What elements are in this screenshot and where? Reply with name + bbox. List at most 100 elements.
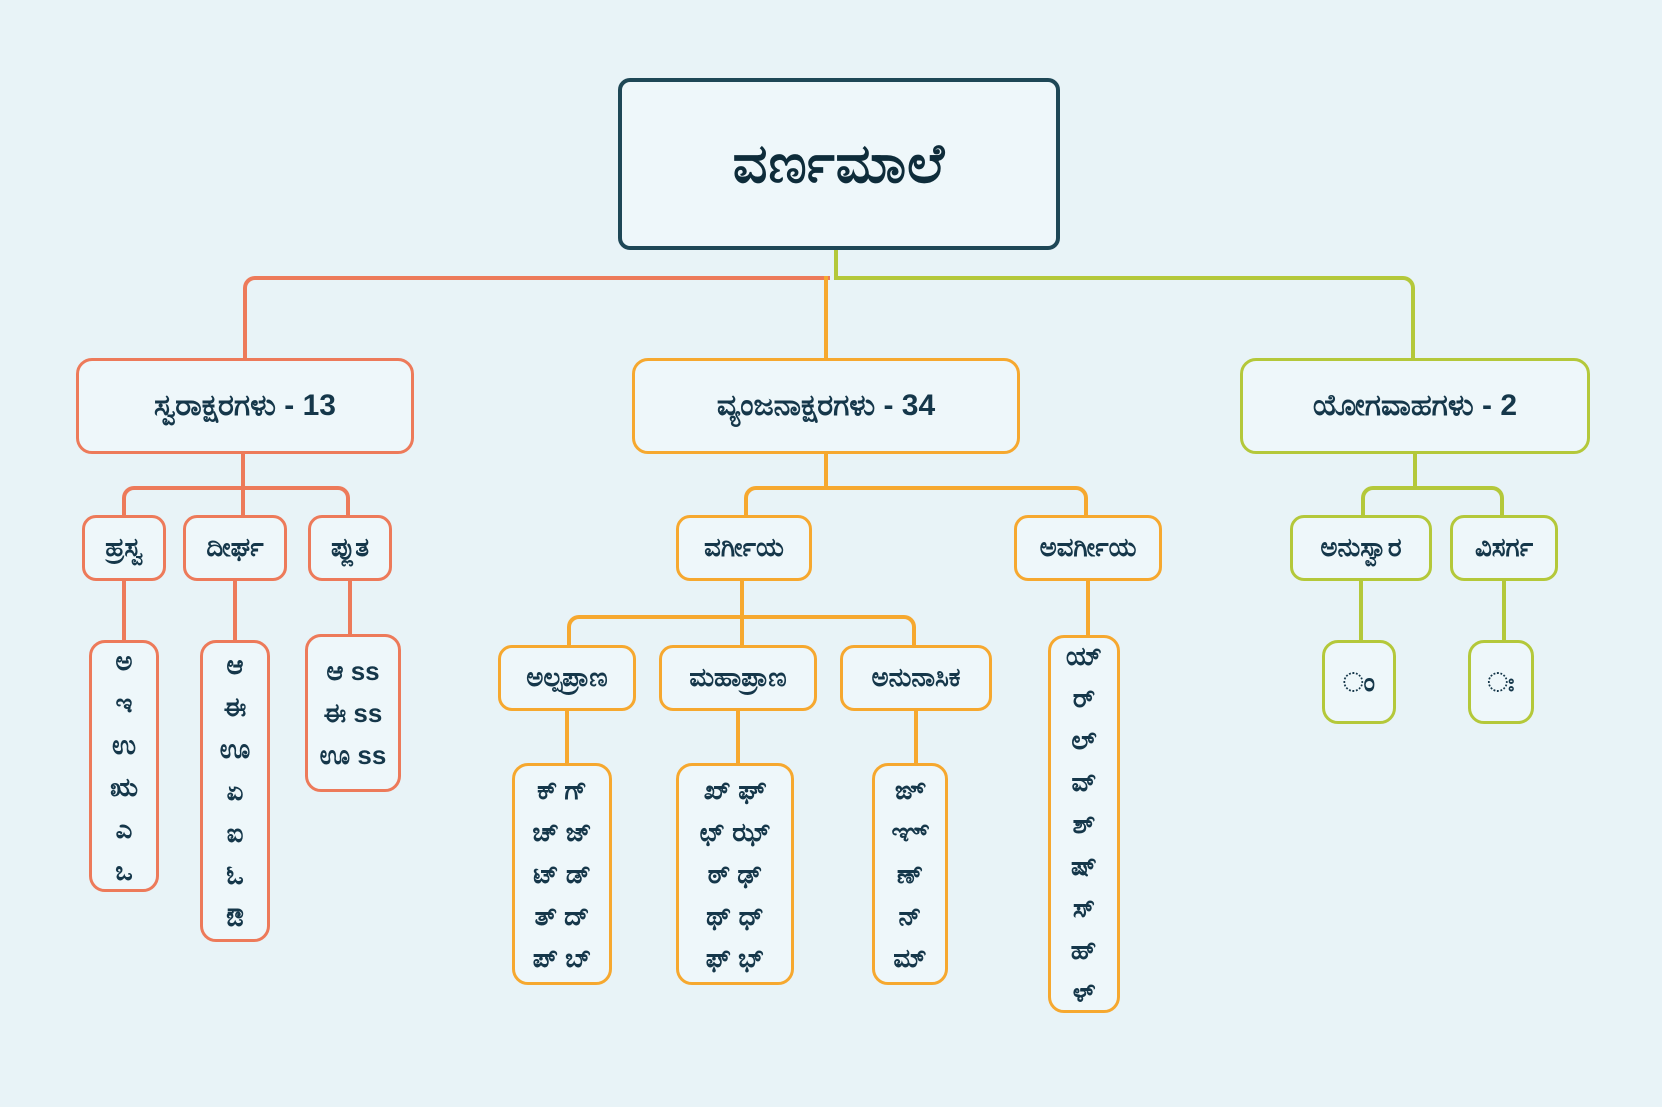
- letter-line: ಪ್ ಬ್: [532, 943, 592, 973]
- letter-line: ಖ್ ಘ್: [703, 775, 767, 805]
- letter-line: ಆ: [226, 650, 244, 680]
- letter-line: ತ್ ದ್: [534, 901, 590, 931]
- connector-consonants-stub: [824, 454, 828, 488]
- connector-vowels-stub: [241, 454, 245, 488]
- letter-line: ಚ್ ಜ್: [532, 817, 592, 847]
- letter-line: ಕ್ ಗ್: [537, 775, 587, 805]
- letter-line: ಣ್: [896, 859, 924, 889]
- root-label: ವರ್ಣಮಾಲೆ: [732, 133, 946, 194]
- connector-vargeeya-fan-middle: [740, 617, 744, 645]
- letter-line: ಎ: [115, 814, 133, 844]
- letter-line: ಸ್: [1072, 893, 1096, 923]
- deergha-label: ದೀರ್ಘ: [206, 532, 264, 562]
- connector-consonants-fan-right: [826, 486, 1088, 515]
- letter-line: ಔ: [226, 902, 244, 932]
- category-node-vargeeya: ವರ್ಗೀಯ: [676, 515, 812, 581]
- connector-yogavaha-stub: [1413, 454, 1417, 488]
- alpaprana-label: ಅಲ್ಪಪ್ರಾಣ: [526, 662, 608, 692]
- branch-node-yogavaha: ಯೋಗವಾಹಗಳು - 2: [1240, 358, 1590, 454]
- letter-line: ಒ: [115, 856, 133, 886]
- vargeeya-label: ವರ್ಗೀಯ: [704, 532, 784, 562]
- hrasva-label: ಹ್ರಸ್ವ: [105, 532, 143, 562]
- connector-vowels-fan-left: [122, 486, 243, 515]
- letter-line: ಮ್: [893, 943, 927, 973]
- connector-yogavaha-fan-left: [1361, 486, 1415, 515]
- letter-line: ಷ್: [1070, 851, 1098, 881]
- mahaprana-label: ಮಹಾಪ್ರಾಣ: [689, 662, 787, 692]
- letter-line: ಓ: [226, 860, 244, 890]
- yogavaha-label: ಯೋಗವಾಹಗಳು - 2: [1312, 389, 1518, 422]
- letter-line: ಛ್ ಝ್: [699, 817, 771, 847]
- connector-root-to-consonants: [824, 276, 828, 358]
- vowels-label: ಸ್ವರಾಕ್ಷರಗಳು - 13: [154, 389, 336, 422]
- visarga-label: ವಿಸರ್ಗ: [1474, 532, 1534, 562]
- connector-vargeeya-fan-right: [742, 615, 916, 645]
- letter-line: ಋ: [110, 772, 138, 802]
- letter-line: ಥ್ ಧ್: [706, 901, 764, 931]
- category-node-hrasva: ಹ್ರಸ್ವ: [82, 515, 166, 581]
- category-node-anunasika: ಅನುನಾಸಿಕ: [840, 645, 992, 711]
- letter-line: ಈ ss: [323, 698, 383, 728]
- pluta-label: ಪ್ಲುತ: [330, 532, 370, 562]
- letter-line: ಞ್: [891, 817, 929, 847]
- letters-box-avargeeya: ಯ್ರ್ಲ್ವ್ಶ್ಷ್ಸ್ಹ್ಳ್: [1048, 635, 1120, 1013]
- connector-alpaprana-leaf: [565, 711, 569, 763]
- avargeeya-label: ಅವರ್ಗೀಯ: [1039, 532, 1137, 562]
- letter-line: ಊ: [219, 734, 251, 764]
- letter-line: ಙ್: [894, 775, 926, 805]
- letter-line: ನ್: [898, 901, 922, 931]
- connector-visarga-leaf: [1502, 581, 1506, 640]
- letter-line: ಇ: [115, 688, 133, 718]
- letters-box-alpaprana: ಕ್ ಗ್ ಚ್ ಜ್ ಟ್ ಡ್ ತ್ ದ್ ಪ್ ಬ್: [512, 763, 612, 985]
- letter-line: ಊ ss: [319, 740, 387, 770]
- connector-consonants-fan-left: [744, 486, 826, 515]
- category-node-deergha: ದೀರ್ಘ: [183, 515, 287, 581]
- letter-line: ರ್: [1072, 683, 1096, 713]
- branch-node-vowels: ಸ್ವರಾಕ್ಷರಗಳು - 13: [76, 358, 414, 454]
- connector-root-stub: [834, 250, 838, 280]
- anunasika-label: ಅನುನಾಸಿಕ: [871, 662, 961, 692]
- letter-line: ಏ: [226, 776, 244, 806]
- letters-box-anusvara: ಂ: [1322, 640, 1396, 724]
- letter-line: ಫ್ ಭ್: [705, 943, 765, 973]
- letter-line: ಆ ss: [326, 656, 380, 686]
- branch-node-consonants: ವ್ಯಂಜನಾಕ್ಷರಗಳು - 34: [632, 358, 1020, 454]
- root-node-varnamale: ವರ್ಣಮಾಲೆ: [618, 78, 1060, 250]
- connector-mahaprana-leaf: [736, 711, 740, 763]
- letter-line: ಹ್: [1070, 935, 1098, 965]
- category-node-avargeeya: ಅವರ್ಗೀಯ: [1014, 515, 1162, 581]
- letter-line: ಲ್: [1071, 725, 1097, 755]
- anusvara-label: ಅನುಸ್ವಾರ: [1320, 532, 1402, 562]
- letter-line: ಈ: [223, 692, 247, 722]
- connector-anunasika-leaf: [914, 711, 918, 763]
- connector-vargeeya-fan-left: [567, 615, 742, 645]
- connector-pluta-leaf: [348, 581, 352, 634]
- category-node-mahaprana: ಮಹಾಪ್ರಾಣ: [659, 645, 817, 711]
- consonants-label: ವ್ಯಂಜನಾಕ್ಷರಗಳು - 34: [716, 389, 936, 422]
- letters-box-anunasika: ಙ್ ಞ್ ಣ್ ನ್ ಮ್: [872, 763, 948, 985]
- connector-vargeeya-stub: [740, 581, 744, 617]
- connector-anusvara-leaf: [1359, 581, 1363, 640]
- connector-avargeeya-leaf: [1086, 581, 1090, 635]
- category-node-anusvara: ಅನುಸ್ವಾರ: [1290, 515, 1432, 581]
- connector-root-to-vowels: [243, 276, 830, 358]
- letter-line: ಟ್ ಡ್: [533, 859, 591, 889]
- letter-line: ಶ್: [1072, 809, 1096, 839]
- category-node-visarga: ವಿಸರ್ಗ: [1450, 515, 1558, 581]
- letter-line: ಉ: [111, 730, 137, 760]
- category-node-alpaprana: ಅಲ್ಪಪ್ರಾಣ: [498, 645, 636, 711]
- letters-box-pluta: ಆ ss ಈ ss ಊ ss: [305, 634, 401, 792]
- connector-deergha-leaf: [233, 581, 237, 640]
- letter-line: ಐ: [226, 818, 244, 848]
- letter-line: ಂ: [1342, 667, 1376, 697]
- connector-root-to-yogavaha: [834, 276, 1415, 358]
- letter-line: ವ್: [1071, 767, 1097, 797]
- letter-line: ಃ: [1487, 667, 1515, 697]
- connector-yogavaha-fan-right: [1415, 486, 1504, 515]
- letters-box-visarga: ಃ: [1468, 640, 1534, 724]
- letter-line: ಳ್: [1072, 977, 1096, 1007]
- connector-vowels-fan-middle: [241, 488, 245, 515]
